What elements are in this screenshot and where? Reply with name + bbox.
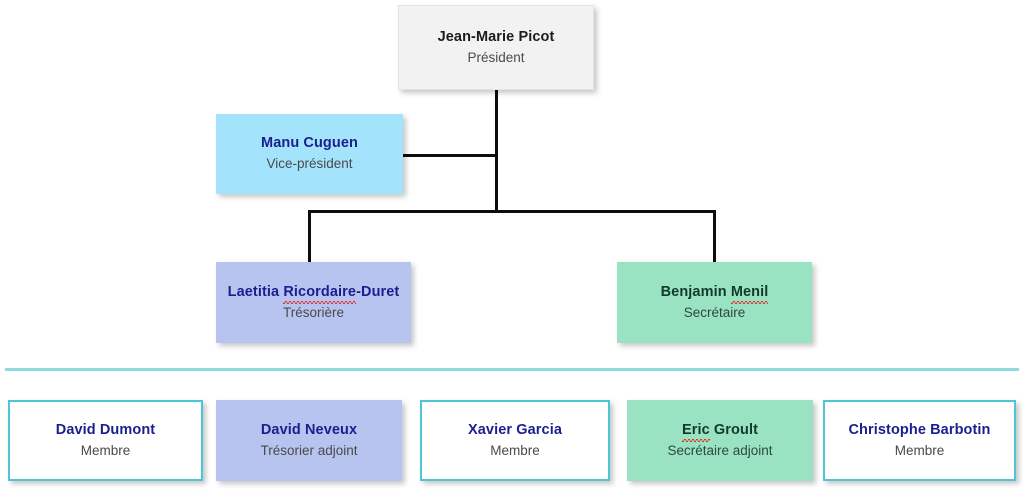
node-president[interactable]: Jean-Marie Picot Président (398, 5, 594, 90)
node-vice-president-name: Manu Cuguen (261, 135, 358, 152)
node-treasurer-name-suffix: -Duret (356, 283, 400, 300)
member-name-eric-groult: Eric Groult (681, 421, 759, 443)
node-secretary-role: Secrétaire (683, 304, 746, 320)
member-role-david-neveux: Trésorier adjoint (260, 442, 358, 458)
connector-vice-president-branch (403, 154, 497, 157)
member-box-christophe-barbotin[interactable]: Christophe Barbotin Membre (823, 400, 1016, 481)
member-role-david-dumont: Membre (80, 442, 131, 458)
member-name-eric-groult-suffix: Groult (709, 421, 759, 438)
member-name-christophe-barbotin: Christophe Barbotin (848, 421, 991, 438)
member-name-xavier-garcia: Xavier Garcia (467, 421, 562, 438)
connector-president-trunk (495, 88, 498, 212)
node-treasurer-role: Trésorière (282, 304, 344, 320)
node-secretary[interactable]: Benjamin Menil Secrétaire (617, 262, 812, 343)
node-treasurer[interactable]: Laetitia Ricordaire-Duret Trésorière (216, 262, 411, 343)
node-treasurer-name-misspelled: Ricordaire (283, 283, 357, 305)
member-box-xavier-garcia[interactable]: Xavier Garcia Membre (420, 400, 610, 481)
member-name-david-neveux: David Neveux (260, 421, 358, 438)
node-president-name: Jean-Marie Picot (437, 28, 555, 45)
connector-treasurer-drop (308, 210, 311, 262)
member-role-christophe-barbotin: Membre (894, 442, 945, 458)
connector-secretary-drop (713, 210, 716, 262)
section-divider (5, 368, 1019, 371)
connector-level3-crossbar (308, 210, 716, 213)
member-name-eric-groult-misspelled: Eric (681, 421, 710, 443)
node-treasurer-name: Laetitia Ricordaire-Duret (227, 283, 400, 305)
node-vice-president-role: Vice-président (266, 156, 353, 172)
member-box-david-dumont[interactable]: David Dumont Membre (8, 400, 203, 481)
member-box-eric-groult[interactable]: Eric Groult Secrétaire adjoint (627, 400, 813, 481)
node-treasurer-name-prefix: Laetitia (227, 283, 284, 300)
member-box-david-neveux[interactable]: David Neveux Trésorier adjoint (216, 400, 402, 481)
member-role-xavier-garcia: Membre (490, 442, 540, 458)
member-role-eric-groult: Secrétaire adjoint (667, 442, 773, 458)
member-name-david-dumont: David Dumont (55, 421, 156, 438)
node-vice-president[interactable]: Manu Cuguen Vice-président (216, 114, 403, 194)
node-secretary-name-prefix: Benjamin (660, 283, 731, 300)
node-president-role: Président (467, 49, 525, 65)
node-secretary-name-misspelled: Menil (730, 283, 769, 305)
node-secretary-name: Benjamin Menil (660, 283, 769, 305)
